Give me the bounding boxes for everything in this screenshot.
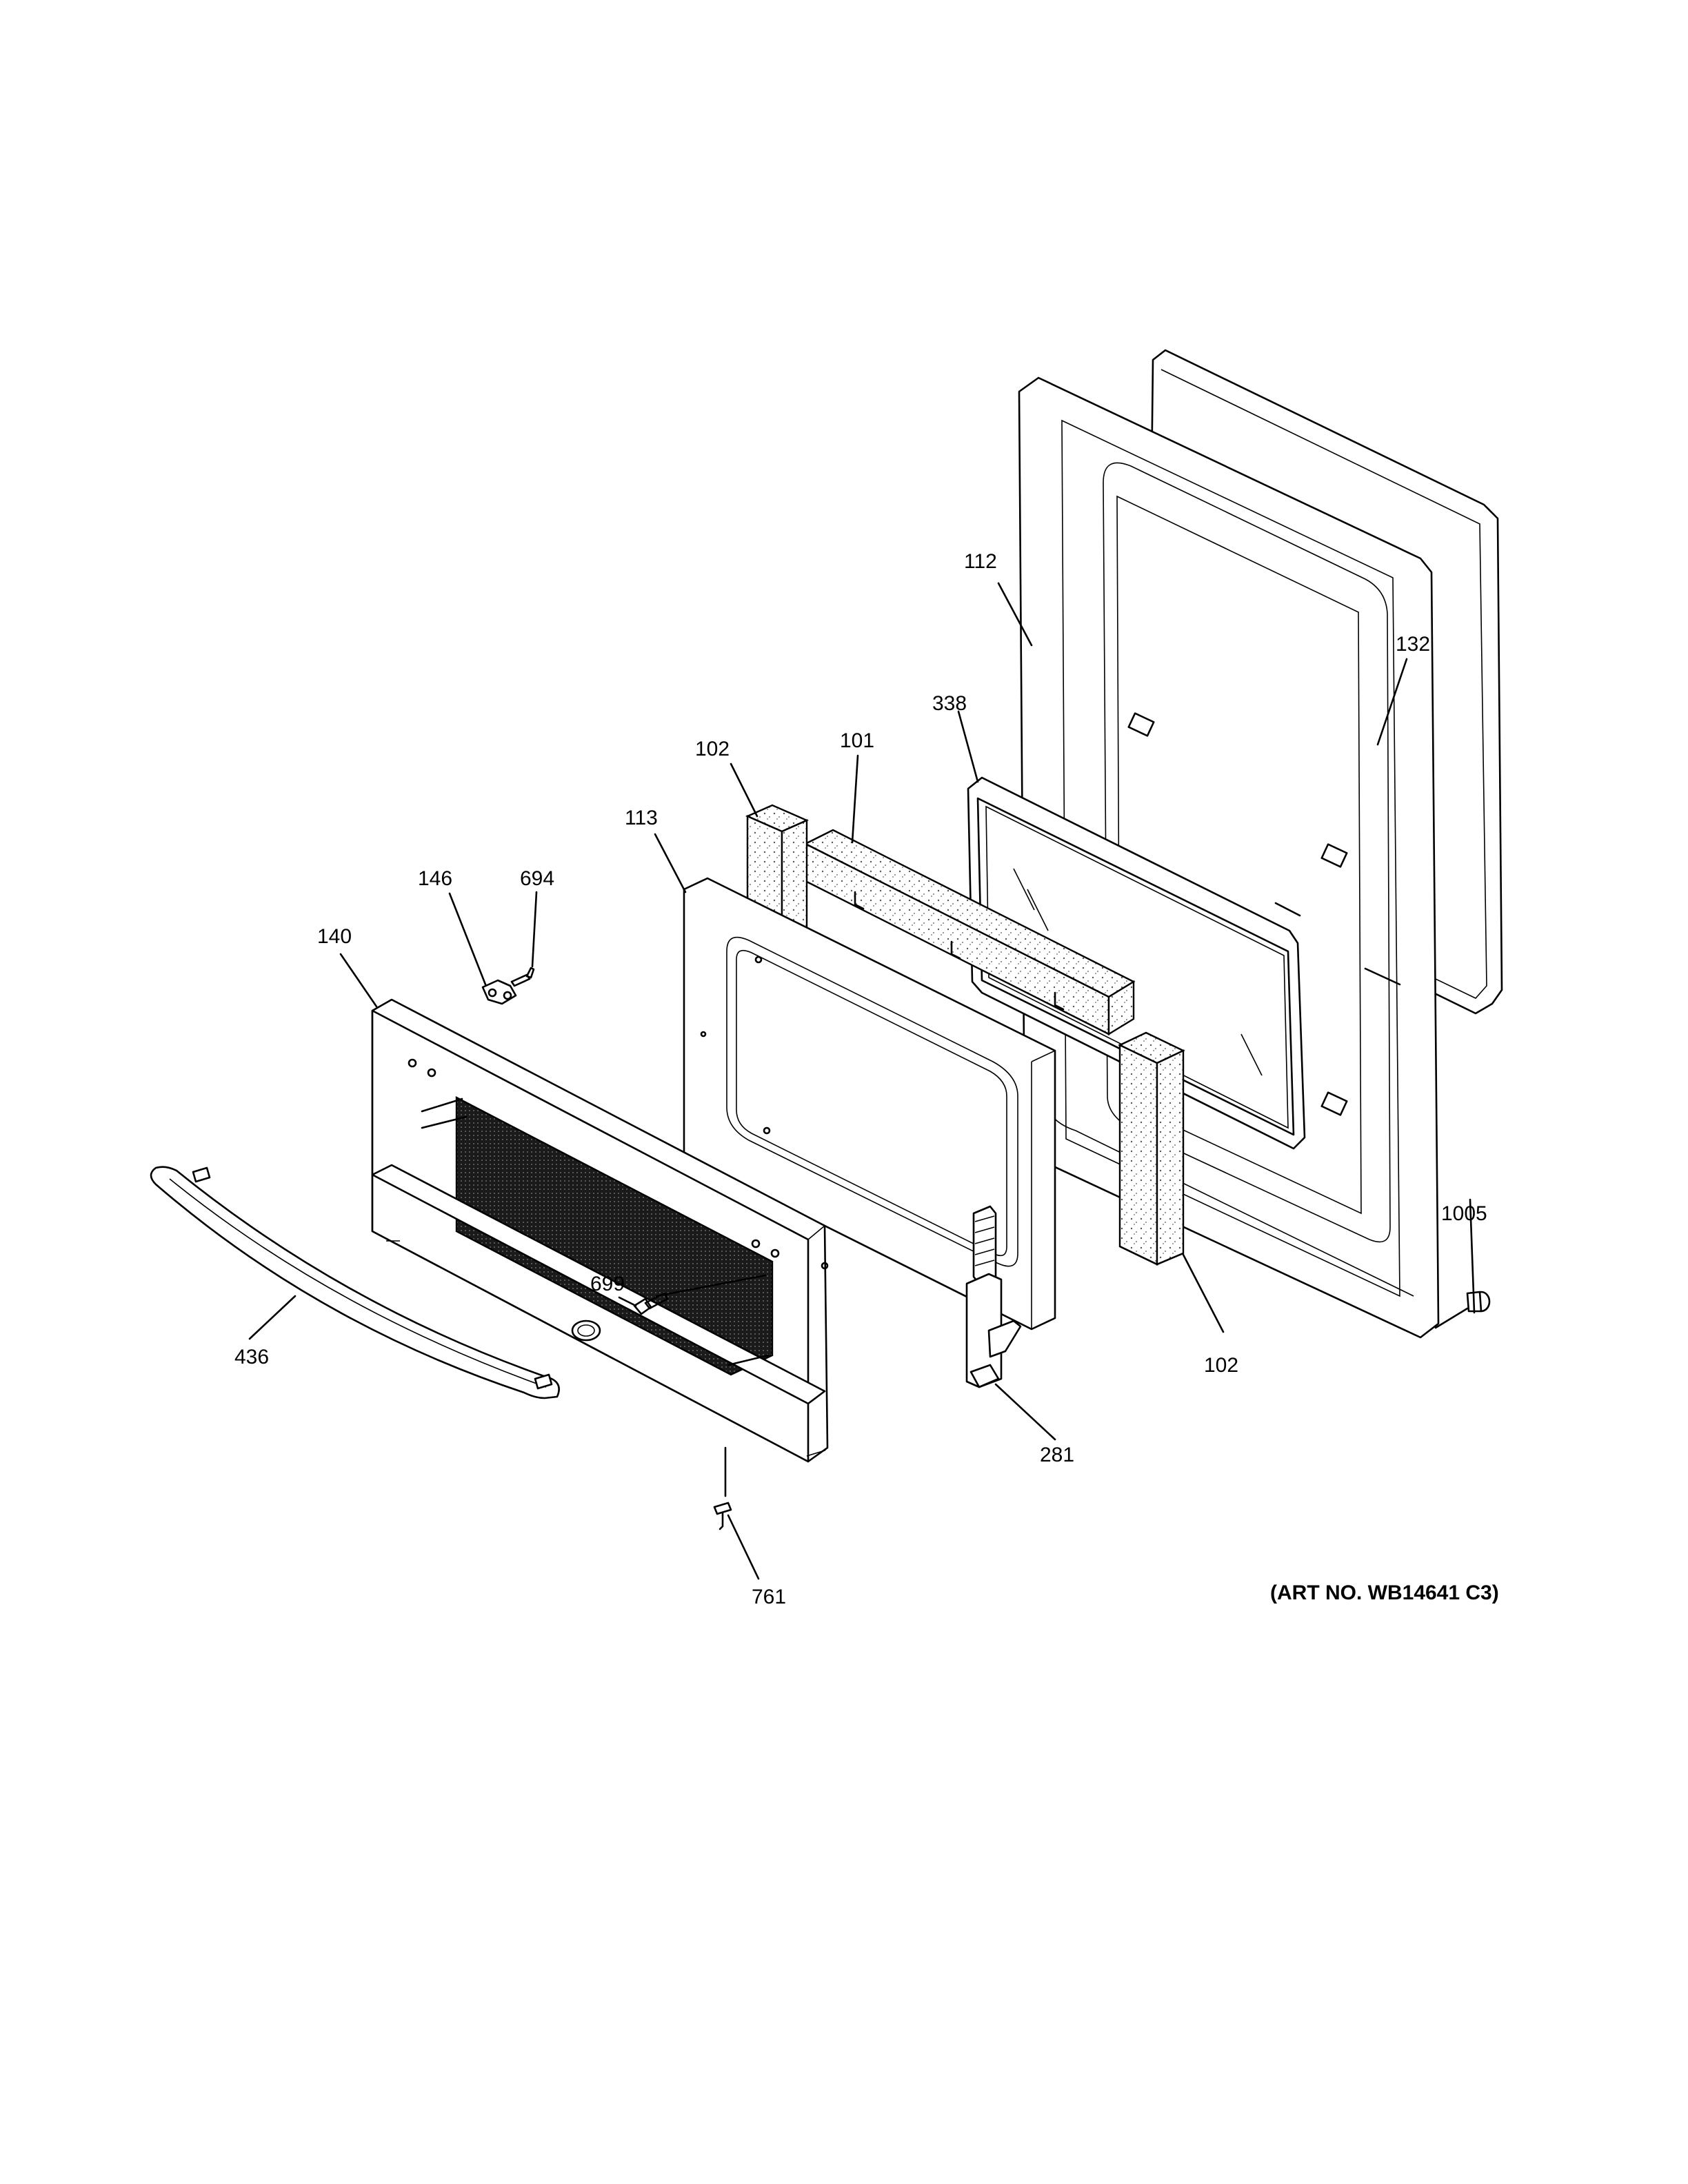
window-glass-assembly-part-338	[967, 776, 1306, 1150]
leader-1005-b	[1469, 1198, 1476, 1314]
leader-112	[997, 582, 1033, 647]
screw-part-699	[633, 1292, 669, 1315]
leader-281	[994, 1383, 1056, 1441]
callout-281: 281	[1040, 1444, 1074, 1466]
leader-102-right	[1182, 1253, 1225, 1333]
leader-101	[851, 754, 859, 844]
leader-113	[654, 833, 687, 893]
leader-761	[727, 1514, 760, 1580]
callout-102-top: 102	[695, 738, 730, 760]
callout-102-bottom: 102	[1204, 1354, 1238, 1377]
door-handle-part-436	[150, 1166, 560, 1399]
leader-699	[618, 1296, 637, 1307]
leader-436	[248, 1295, 297, 1340]
callout-338: 338	[932, 692, 967, 715]
leader-146	[448, 892, 487, 986]
screw-part-761	[713, 1502, 732, 1530]
screw-part-694	[510, 967, 535, 987]
callout-699: 699	[590, 1273, 625, 1295]
top-insulation-part-101	[803, 829, 1136, 1036]
leader-132	[1376, 658, 1408, 746]
leader-1005-a	[1434, 1307, 1469, 1329]
art-number: (ART NO. WB14641 C3)	[1270, 1581, 1499, 1604]
callout-436: 436	[234, 1346, 269, 1368]
callout-112: 112	[964, 550, 997, 573]
callout-761: 761	[752, 1586, 786, 1608]
callout-labels: 112 132 338 101 102 113 146 694 140 699 …	[234, 550, 1499, 1608]
leader-140	[339, 953, 378, 1008]
right-side-insulation-part-102	[1118, 1031, 1185, 1266]
callout-113: 113	[625, 807, 658, 829]
callout-694: 694	[520, 867, 554, 890]
door-cam-part-146	[481, 979, 517, 1005]
callout-146: 146	[418, 867, 452, 890]
leader-338	[957, 710, 979, 783]
screw-part-1005	[1466, 1291, 1491, 1313]
leader-694	[531, 891, 538, 968]
door-hinge-part-281	[965, 1205, 1022, 1388]
callout-140: 140	[317, 925, 352, 948]
leader-lines	[248, 582, 1476, 1580]
callout-101: 101	[840, 729, 874, 752]
callout-132: 132	[1396, 633, 1430, 656]
callout-1005: 1005	[1441, 1202, 1487, 1225]
outer-door-panel-part-140	[371, 998, 829, 1463]
leader-102-left	[730, 762, 758, 818]
